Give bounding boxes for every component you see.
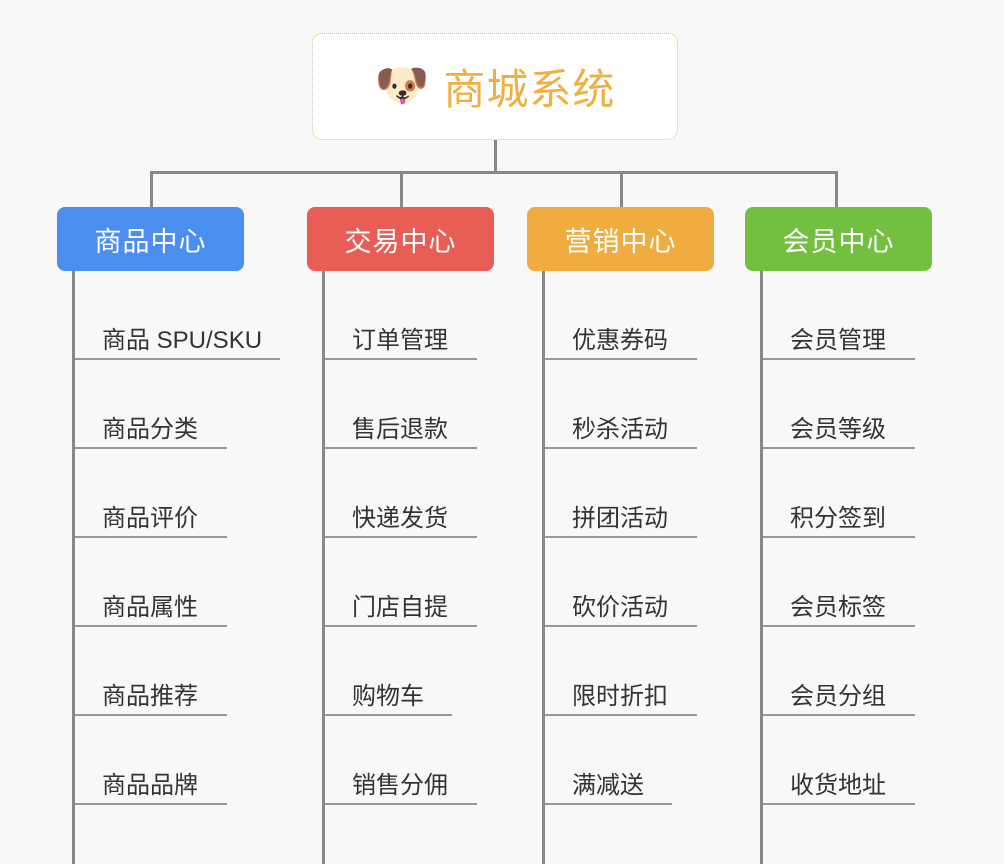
- item-underline: [763, 625, 915, 627]
- list-item[interactable]: 砍价活动: [545, 538, 697, 627]
- item-label: 收货地址: [790, 771, 886, 799]
- list-item[interactable]: 商品分类: [75, 360, 227, 449]
- root-title: 商城系统: [443, 66, 616, 113]
- item-underline: [75, 358, 280, 360]
- item-label: 会员标签: [790, 593, 886, 621]
- item-label: 商品分类: [102, 415, 198, 443]
- item-underline: [763, 803, 915, 805]
- column-trade-center: 交易中心 订单管理 售后退款 快递发货 门店自提 购物车 销售分佣: [307, 207, 494, 864]
- column-member-center: 会员中心 会员管理 会员等级 积分签到 会员标签 会员分组 收货地址: [745, 207, 932, 864]
- item-underline: [325, 447, 477, 449]
- list-item[interactable]: 会员管理: [763, 271, 915, 360]
- item-underline: [325, 536, 477, 538]
- item-underline: [75, 536, 227, 538]
- item-underline: [325, 358, 477, 360]
- item-underline: [545, 714, 697, 716]
- item-label: 优惠券码: [572, 326, 668, 354]
- list-item[interactable]: 门店自提: [325, 538, 477, 627]
- mindmap-canvas: 🐶 商城系统 商品中心 商品 SPU/SKU 商品分类 商品评价 商品属性 商品…: [57, 33, 932, 864]
- item-underline: [545, 803, 672, 805]
- connector-drop-3: [620, 171, 623, 208]
- item-label: 商品属性: [102, 593, 198, 621]
- connector-horizontal-bar: [150, 171, 838, 174]
- item-underline: [763, 714, 915, 716]
- item-label: 会员管理: [790, 326, 886, 354]
- list-item[interactable]: 商品品牌: [75, 716, 227, 805]
- category-header-trade-center[interactable]: 交易中心: [307, 207, 494, 271]
- item-underline: [545, 447, 697, 449]
- item-label: 售后退款: [352, 415, 448, 443]
- list-item[interactable]: 限时折扣: [545, 627, 697, 716]
- category-title: 会员中心: [782, 226, 895, 257]
- item-label: 积分签到: [790, 504, 886, 532]
- item-label: 订单管理: [352, 326, 448, 354]
- list-item[interactable]: 优惠券码: [545, 271, 697, 360]
- item-underline: [545, 358, 697, 360]
- item-label: 商品品牌: [102, 771, 198, 799]
- list-item[interactable]: 商品 SPU/SKU: [75, 271, 280, 360]
- connector-drop-4: [835, 171, 838, 208]
- item-label: 限时折扣: [572, 682, 668, 710]
- item-underline: [75, 625, 227, 627]
- connector-drop-1: [150, 171, 153, 208]
- item-underline: [75, 714, 227, 716]
- item-label: 商品 SPU/SKU: [102, 326, 263, 354]
- list-item[interactable]: 拼团活动: [545, 449, 697, 538]
- list-item[interactable]: 积分签到: [763, 449, 915, 538]
- list-item[interactable]: 会员等级: [763, 360, 915, 449]
- category-header-member-center[interactable]: 会员中心: [745, 207, 932, 271]
- list-item[interactable]: 商品评价: [75, 449, 227, 538]
- item-underline: [763, 358, 915, 360]
- list-item[interactable]: 满减送: [545, 716, 672, 805]
- item-underline: [545, 625, 697, 627]
- item-list-marketing-center: 优惠券码 秒杀活动 拼团活动 砍价活动 限时折扣 满减送: [542, 271, 714, 864]
- item-label: 会员等级: [790, 415, 886, 443]
- item-label: 会员分组: [790, 682, 886, 710]
- column-marketing-center: 营销中心 优惠券码 秒杀活动 拼团活动 砍价活动 限时折扣 满减送: [527, 207, 714, 864]
- category-title: 商品中心: [94, 226, 207, 257]
- dog-face-icon: 🐶: [374, 60, 430, 110]
- item-label: 拼团活动: [572, 504, 668, 532]
- list-item[interactable]: 会员分组: [763, 627, 915, 716]
- list-item[interactable]: 购物车: [325, 627, 452, 716]
- item-label: 秒杀活动: [572, 415, 668, 443]
- list-item[interactable]: 商品推荐: [75, 627, 227, 716]
- item-underline: [75, 447, 227, 449]
- item-underline: [325, 803, 477, 805]
- list-item[interactable]: 销售分佣: [325, 716, 477, 805]
- item-underline: [763, 536, 915, 538]
- item-underline: [325, 714, 452, 716]
- item-underline: [545, 536, 697, 538]
- item-list-product-center: 商品 SPU/SKU 商品分类 商品评价 商品属性 商品推荐 商品品牌: [72, 271, 280, 864]
- category-title: 营销中心: [564, 226, 677, 257]
- item-label: 购物车: [352, 682, 424, 710]
- item-underline: [75, 803, 227, 805]
- list-item[interactable]: 快递发货: [325, 449, 477, 538]
- list-item[interactable]: 订单管理: [325, 271, 477, 360]
- item-label: 砍价活动: [572, 593, 668, 621]
- category-title: 交易中心: [344, 226, 457, 257]
- connector-root-stem: [494, 140, 497, 173]
- item-label: 快递发货: [352, 504, 448, 532]
- item-underline: [325, 625, 477, 627]
- item-underline: [763, 447, 915, 449]
- list-item[interactable]: 收货地址: [763, 716, 915, 805]
- item-label: 门店自提: [352, 593, 448, 621]
- list-item[interactable]: 会员标签: [763, 538, 915, 627]
- item-list-trade-center: 订单管理 售后退款 快递发货 门店自提 购物车 销售分佣: [322, 271, 494, 864]
- connector-drop-2: [400, 171, 403, 208]
- column-product-center: 商品中心 商品 SPU/SKU 商品分类 商品评价 商品属性 商品推荐 商品品牌: [57, 207, 280, 864]
- root-node[interactable]: 🐶 商城系统: [312, 33, 678, 140]
- item-label: 销售分佣: [352, 771, 448, 799]
- category-header-product-center[interactable]: 商品中心: [57, 207, 244, 271]
- item-list-member-center: 会员管理 会员等级 积分签到 会员标签 会员分组 收货地址: [760, 271, 932, 864]
- list-item[interactable]: 秒杀活动: [545, 360, 697, 449]
- category-header-marketing-center[interactable]: 营销中心: [527, 207, 714, 271]
- item-label: 满减送: [572, 771, 644, 799]
- list-item[interactable]: 商品属性: [75, 538, 227, 627]
- list-item[interactable]: 售后退款: [325, 360, 477, 449]
- item-label: 商品评价: [102, 504, 198, 532]
- item-label: 商品推荐: [102, 682, 198, 710]
